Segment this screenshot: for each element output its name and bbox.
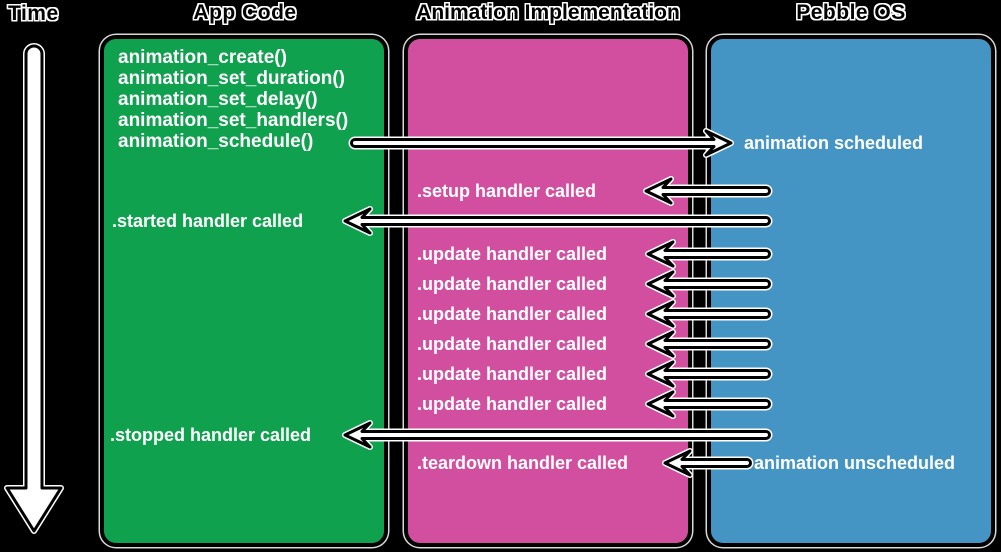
stopped-handler-label: .stopped handler called [110,425,312,445]
update-handler-arrow-icon [645,389,773,419]
time-axis-label: Time [8,2,59,25]
update-handler-arrow-icon [645,359,773,389]
animation-unscheduled-label: animation unscheduled [754,453,956,473]
function-call-label: animation_schedule() [118,131,314,152]
function-call-label: animation_set_handlers() [118,110,349,131]
setup-handler-label: .setup handler called [417,181,597,201]
app-code-box [100,35,388,547]
stopped-handler-arrow-icon [342,420,773,450]
update-handler-arrow-icon [645,269,773,299]
started-handler-label: .started handler called [112,211,304,231]
column-header-pebble-os: Pebble OS [796,1,906,24]
teardown-handler-label: .teardown handler called [417,453,629,473]
column-header-app-code: App Code [193,1,297,24]
function-call-label: animation_create() [118,47,287,68]
update-handler-label: .update handler called [417,334,608,354]
update-handler-label: .update handler called [417,394,608,414]
pebble-os-box [707,35,995,547]
animation-implementation-box [404,35,692,547]
update-handler-label: .update handler called [417,244,608,264]
schedule-call-arrow-icon [348,128,734,158]
update-handler-arrow-icon [645,239,773,269]
update-handler-label: .update handler called [417,364,608,384]
column-header-animation-implementation: Animation Implementation [416,1,680,24]
update-handler-arrow-icon [645,299,773,329]
function-call-label: animation_set_duration() [118,68,345,89]
app-code-function-list: animation_create() animation_set_duratio… [118,47,348,152]
update-handler-label: .update handler called [417,274,608,294]
update-handler-arrow-icon [645,329,773,359]
animation-scheduled-label: animation scheduled [744,133,924,153]
started-handler-arrow-icon [342,206,773,236]
setup-handler-arrow-icon [643,176,773,206]
teardown-handler-arrow-icon [662,448,754,478]
update-handler-label: .update handler called [417,304,608,324]
function-call-label: animation_set_delay() [118,89,318,110]
time-arrow-icon [4,43,64,534]
